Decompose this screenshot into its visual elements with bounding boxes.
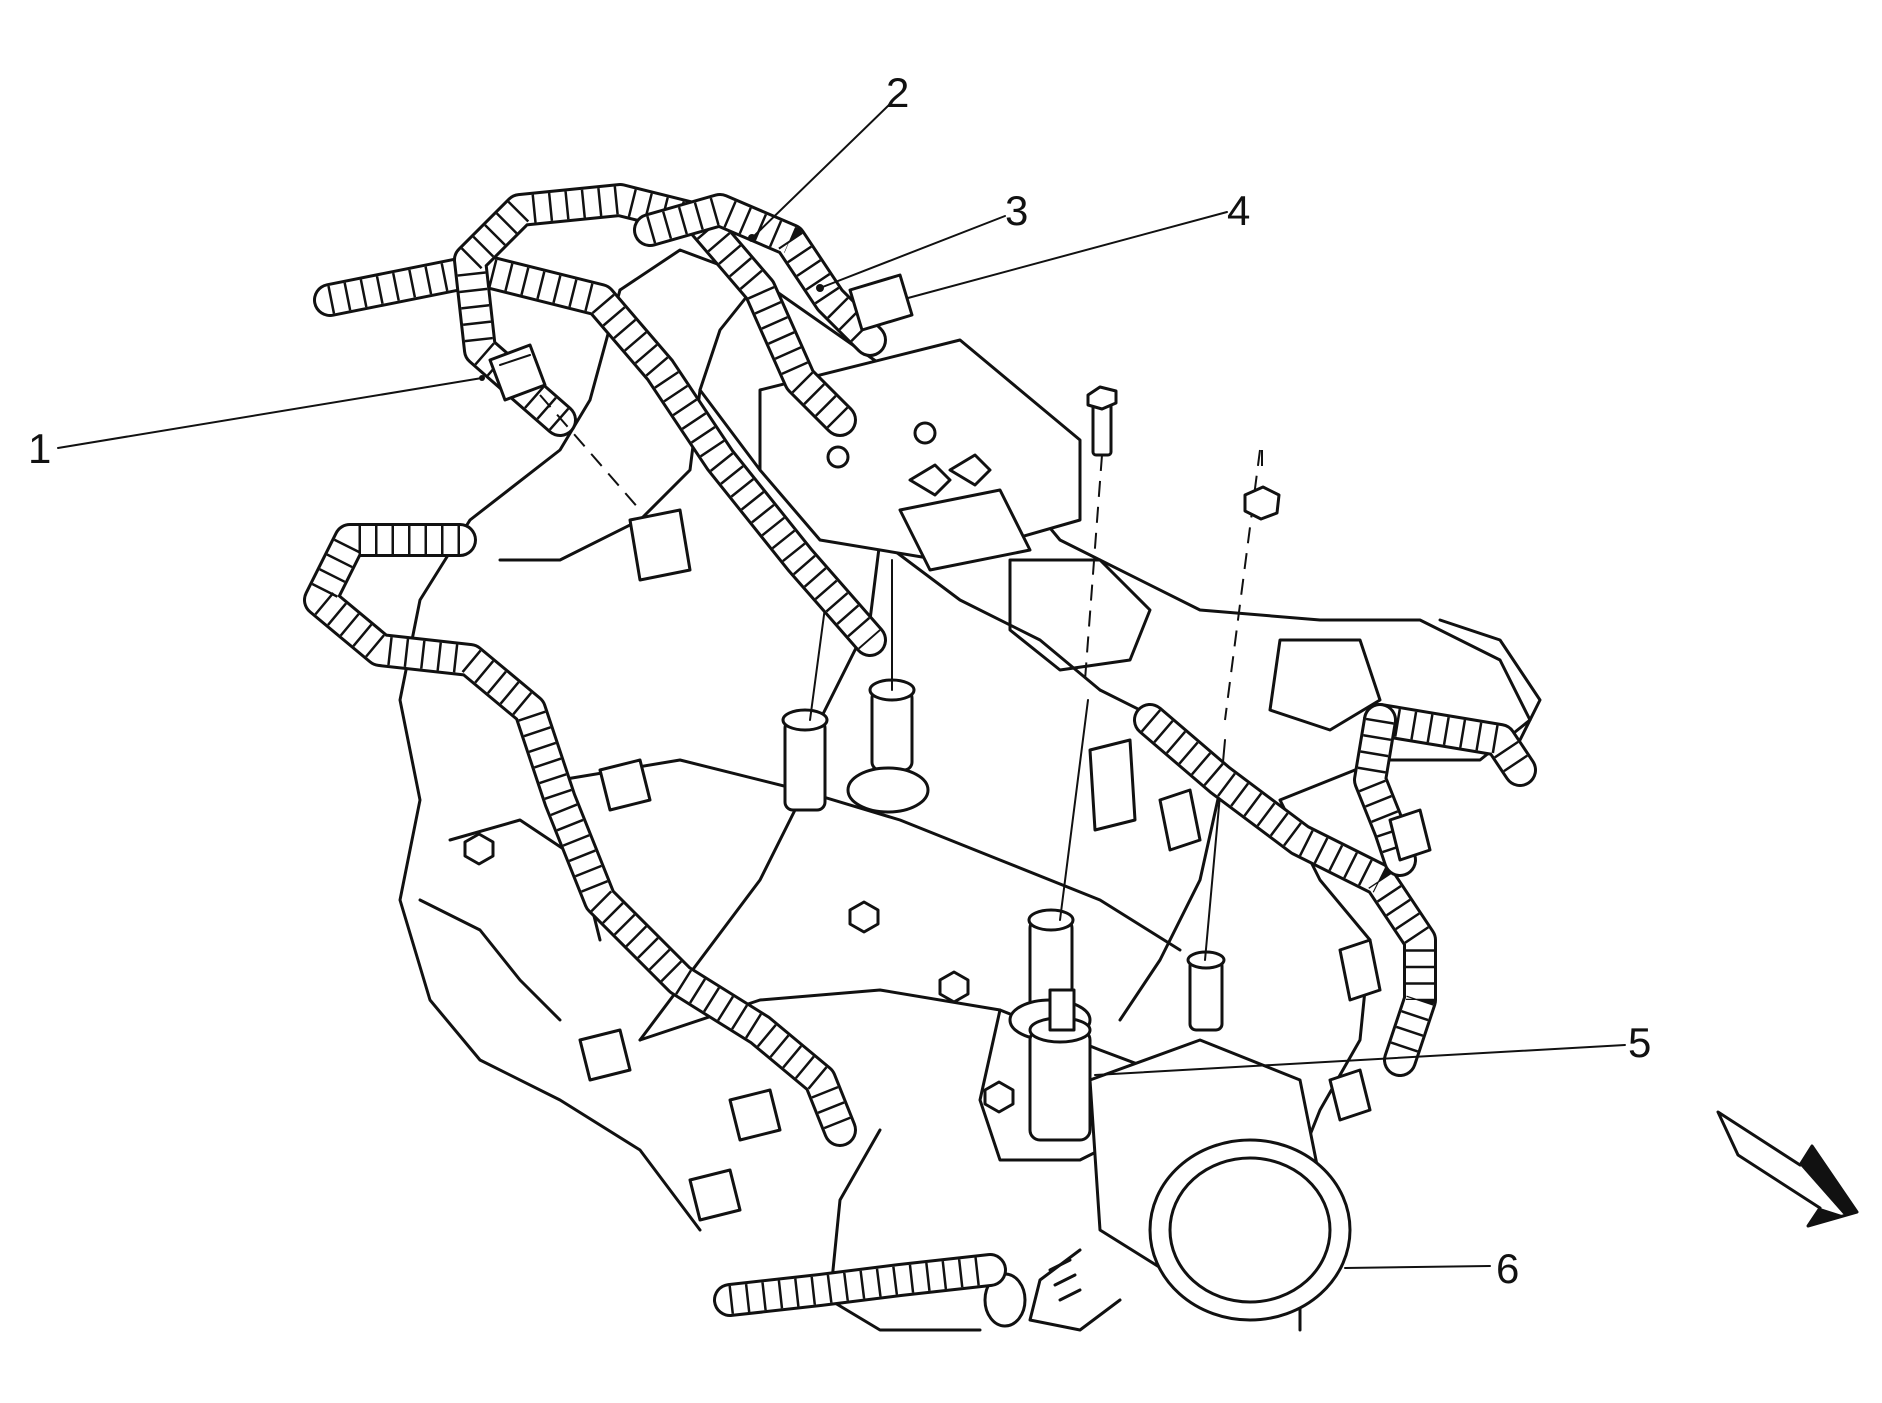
manifold-nuts — [463, 832, 1015, 1114]
harness-upper-loop — [453, 183, 857, 437]
leader-2 — [751, 103, 891, 239]
harness-top-branch — [633, 193, 887, 357]
fuel-regulator-cylinder — [1028, 988, 1092, 1142]
connector-item-1 — [488, 343, 547, 402]
harness-right-branch — [1133, 703, 1437, 1077]
leader-4 — [907, 211, 1228, 299]
callout-number-6: 6 — [1496, 1245, 1520, 1292]
callout-leader-lines — [57, 103, 1626, 1269]
harness-far-right-branch — [1353, 703, 1537, 877]
callout-number-4: 4 — [1227, 187, 1251, 234]
callout-number-3: 3 — [1005, 187, 1029, 234]
leader-3 — [819, 215, 1006, 289]
electrical-connectors — [488, 273, 1432, 1222]
wiring-harness-looms — [302, 183, 1537, 1317]
callout-number-5: 5 — [1628, 1019, 1652, 1066]
leader-6 — [1344, 1265, 1491, 1269]
callout-number-2: 2 — [886, 69, 910, 116]
callout-number-1: 1 — [28, 425, 52, 472]
throttle-body — [983, 1038, 1352, 1332]
harness-left-loop — [302, 523, 857, 1147]
leader-5 — [1094, 1044, 1626, 1076]
connector-item-4 — [848, 273, 914, 332]
harness-bottom-branch — [713, 1253, 1007, 1317]
view-direction-arrow-icon — [1716, 1110, 1859, 1228]
center-cover-plate — [758, 338, 1082, 572]
leader-1 — [57, 377, 483, 449]
fuel-injector-stalks — [781, 678, 1226, 1042]
